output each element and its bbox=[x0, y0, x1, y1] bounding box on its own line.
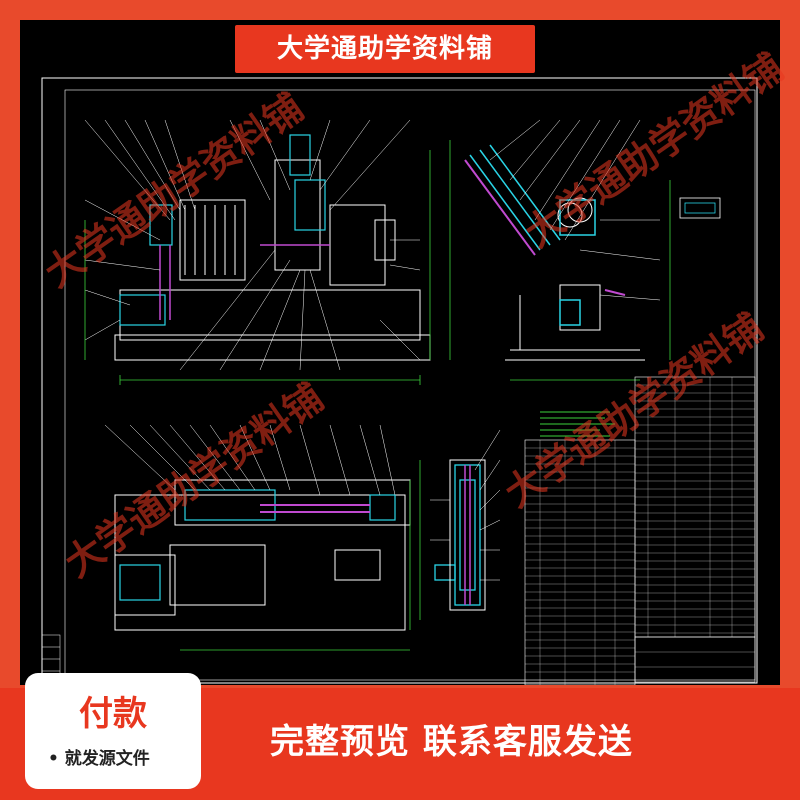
payment-subtitle: • 就发源文件 bbox=[48, 749, 150, 769]
cad-drawing-background bbox=[20, 20, 780, 685]
shop-banner: 大学通助学资料铺 bbox=[235, 25, 535, 73]
contact-service-text: 完整预览 联系客服发送 bbox=[270, 722, 633, 762]
payment-title: 付款 bbox=[79, 694, 147, 734]
payment-card[interactable]: 付款 • 就发源文件 bbox=[28, 676, 198, 786]
cad-drawing bbox=[41, 77, 758, 685]
